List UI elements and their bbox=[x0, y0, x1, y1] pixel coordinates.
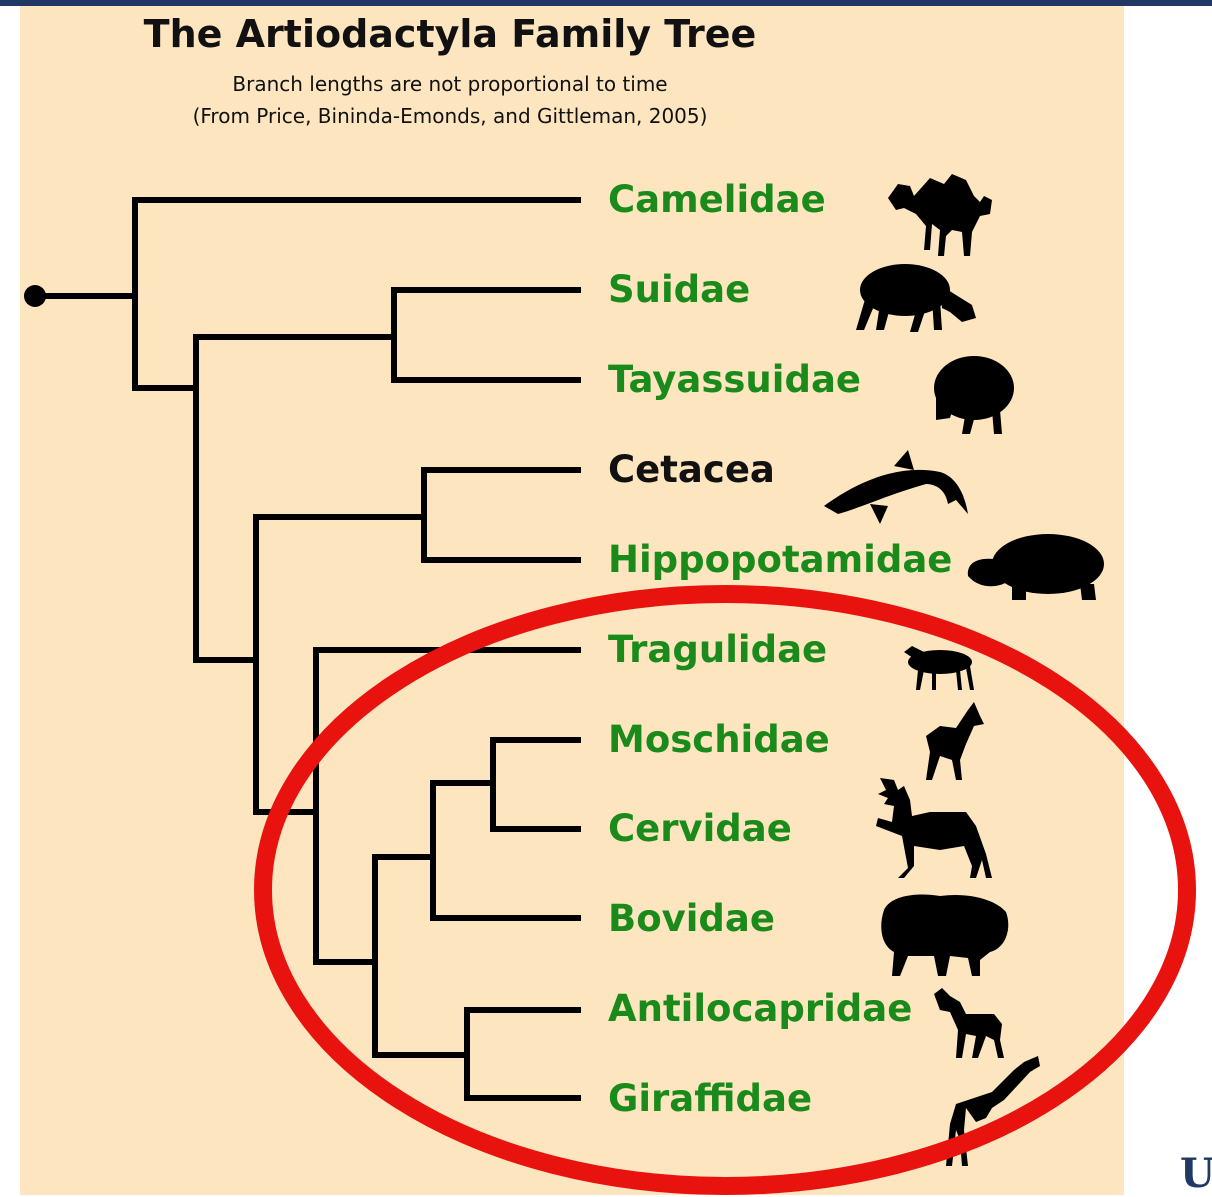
peccary-silhouette-icon bbox=[934, 356, 1014, 434]
label-suidae: Suidae bbox=[608, 268, 750, 311]
label-moschidae: Moschidae bbox=[608, 718, 830, 761]
tree-branches bbox=[35, 200, 578, 1098]
root-dot bbox=[24, 285, 46, 307]
dolphin-silhouette-icon bbox=[824, 450, 968, 524]
chevrotain-silhouette-icon bbox=[904, 646, 974, 690]
label-hippopotamidae: Hippopotamidae bbox=[608, 538, 952, 581]
label-tragulidae: Tragulidae bbox=[608, 628, 827, 671]
bison-silhouette-icon bbox=[881, 895, 1008, 976]
pig-silhouette-icon bbox=[856, 264, 976, 332]
label-tayassuidae: Tayassuidae bbox=[608, 358, 861, 401]
hippo-silhouette-icon bbox=[968, 534, 1104, 600]
label-giraffidae: Giraffidae bbox=[608, 1077, 812, 1120]
label-cetacea: Cetacea bbox=[608, 448, 775, 491]
label-camelidae: Camelidae bbox=[608, 178, 826, 221]
label-antilocapridae: Antilocapridae bbox=[608, 987, 912, 1030]
label-bovidae: Bovidae bbox=[608, 897, 775, 940]
musk-deer-silhouette-icon bbox=[926, 702, 984, 780]
corner-logo-fragment: U bbox=[1180, 1150, 1212, 1197]
deer-silhouette-icon bbox=[876, 778, 992, 878]
taxon-labels: Camelidae Suidae Tayassuidae Cetacea Hip… bbox=[608, 178, 952, 1120]
camel-silhouette-icon bbox=[888, 174, 992, 256]
label-cervidae: Cervidae bbox=[608, 807, 792, 850]
pronghorn-silhouette-icon bbox=[934, 988, 1004, 1058]
